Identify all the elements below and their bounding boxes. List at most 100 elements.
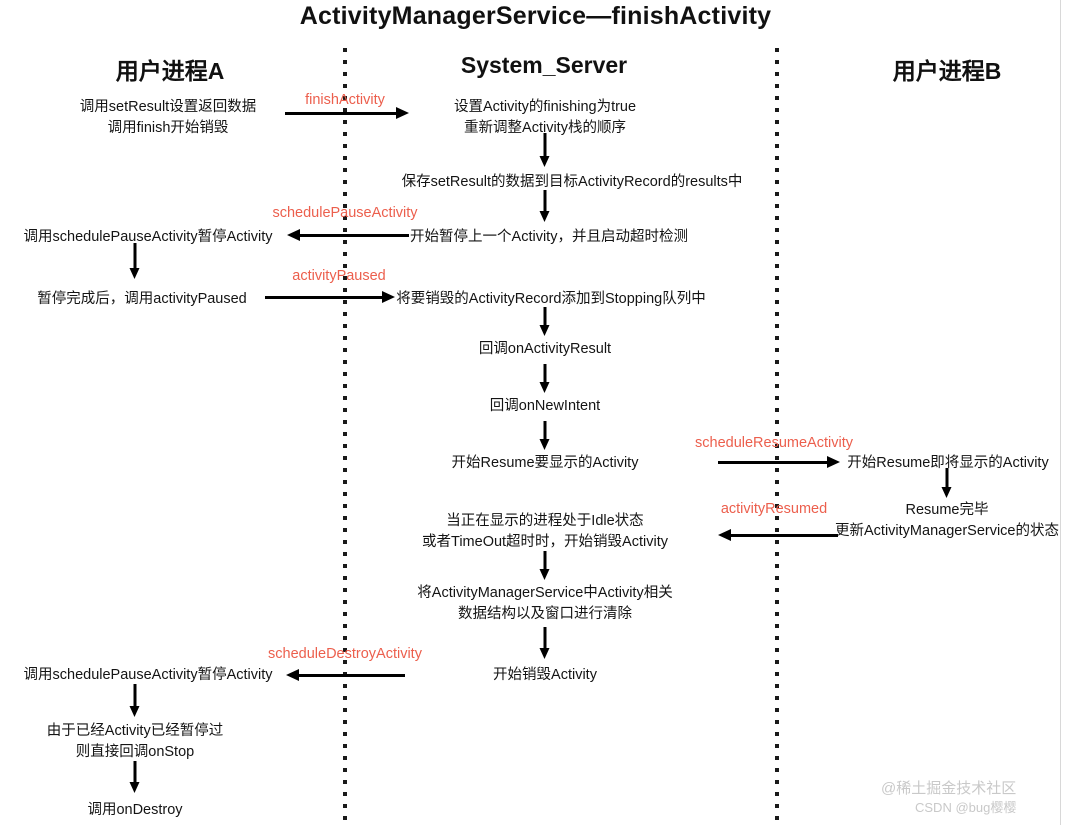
note-line: 调用finish开始销毁 — [107, 120, 229, 136]
note-a-on-destroy: 调用onDestroy — [87, 800, 182, 821]
note-line: 回调onActivityResult — [478, 341, 612, 357]
note-line: 当正在显示的进程处于Idle状态 — [446, 513, 644, 529]
msg-finish-activity-label: finishActivity — [305, 92, 385, 108]
note-line: Resume完毕 — [905, 502, 989, 518]
arrow-head-down-icon — [941, 487, 952, 498]
note-line: 将要销毁的ActivityRecord添加到Stopping队列中 — [396, 291, 706, 307]
note-b-resume-about-to-show: 开始Resume即将显示的Activity — [847, 453, 1048, 474]
arrow-head-down-icon — [129, 782, 140, 793]
note-line: 由于已经Activity已经暂停过 — [46, 723, 224, 739]
note-line: 更新ActivityManagerService的状态 — [835, 523, 1059, 539]
arrow-head-down-icon — [539, 156, 550, 167]
note-line: 或者TimeOut超时时，开始销毁Activity — [422, 534, 668, 550]
v-arrow-ss-2 — [539, 190, 551, 222]
arrow-head-down-icon — [129, 706, 140, 717]
note-a-already-paused: 由于已经Activity已经暂停过则直接回调onStop — [47, 721, 223, 763]
msg-schedule-pause-activity-label: schedulePauseActivity — [272, 205, 418, 221]
arrow-shaft — [543, 551, 547, 571]
lane-title-user-process-b: 用户进程B — [892, 58, 1002, 84]
arrow-shaft — [543, 421, 547, 441]
v-arrow-a-1 — [129, 243, 141, 279]
note-line: 调用schedulePauseActivity暂停Activity — [23, 229, 273, 245]
lifeline-left — [343, 48, 347, 825]
arrow-shaft — [133, 761, 137, 784]
msg-schedule-destroy-activity-arrow — [286, 669, 405, 682]
arrow-shaft — [298, 234, 409, 237]
note-line: 调用schedulePauseActivity暂停Activity — [23, 667, 273, 683]
arrow-shaft — [718, 461, 829, 464]
note-line: 回调onNewIntent — [489, 398, 601, 414]
v-arrow-ss-6 — [539, 551, 551, 580]
note-line: 开始销毁Activity — [493, 667, 597, 683]
note-line: 暂停完成后，调用activityPaused — [37, 291, 247, 307]
note-ss-finishing-true: 设置Activity的finishing为true 重新调整Activity栈的顺… — [454, 97, 636, 139]
page-title: ActivityManagerService—finishActivity — [299, 2, 772, 30]
arrow-head-left-icon — [286, 669, 299, 681]
arrow-shaft — [729, 534, 838, 537]
msg-schedule-pause-activity-arrow — [287, 229, 409, 242]
note-line: 设置Activity的finishing为true — [453, 99, 637, 115]
page-right-edge — [1060, 0, 1061, 825]
arrow-head-down-icon — [539, 325, 550, 336]
lifeline-right — [775, 48, 779, 825]
note-ss-on-activity-result: 回调onActivityResult — [479, 339, 611, 360]
note-line: 将ActivityManagerService中Activity相关 — [417, 585, 673, 601]
v-arrow-ss-3 — [539, 307, 551, 336]
note-a-set-result: 调用setResult设置返回数据调用finish开始销毁 — [80, 97, 256, 139]
arrow-shaft — [265, 296, 384, 299]
note-ss-on-new-intent: 回调onNewIntent — [490, 396, 600, 417]
arrow-head-down-icon — [539, 439, 550, 450]
v-arrow-a-3 — [129, 761, 141, 793]
arrow-head-right-icon — [827, 456, 840, 468]
arrow-shaft — [543, 627, 547, 650]
arrow-shaft — [297, 674, 405, 677]
watermark-csdn: CSDN @bug樱樱 — [915, 800, 1017, 815]
note-line: 保存setResult的数据到目标ActivityRecord的results中 — [401, 174, 743, 190]
arrow-shaft — [285, 112, 398, 115]
arrow-shaft — [945, 468, 949, 489]
msg-finish-activity-arrow — [285, 107, 409, 120]
arrow-shaft — [543, 364, 547, 384]
watermark-juejin: @稀土掘金技术社区 — [881, 780, 1017, 797]
note-ss-save-setresult: 保存setResult的数据到目标ActivityRecord的results中 — [402, 172, 743, 193]
note-a-schedule-pause: 调用schedulePauseActivity暂停Activity — [24, 227, 273, 248]
note-line: 调用onDestroy — [87, 802, 183, 818]
note-ss-idle-or-timeout: 当正在显示的进程处于Idle状态或者TimeOut超时时，开始销毁Activit… — [422, 511, 668, 553]
arrow-head-left-icon — [287, 229, 300, 241]
msg-activity-resumed-label: activityResumed — [720, 501, 828, 517]
note-line: 重新调整Activity栈的顺序 — [464, 120, 626, 136]
arrow-head-down-icon — [539, 382, 550, 393]
note-line: 开始暂停上一个Activity，并且启动超时检测 — [410, 229, 688, 245]
arrow-head-right-icon — [396, 107, 409, 119]
v-arrow-ss-5 — [539, 421, 551, 450]
v-arrow-ss-7 — [539, 627, 551, 659]
note-ss-start-destroy: 开始销毁Activity — [493, 665, 597, 686]
note-line: 调用setResult设置返回数据 — [79, 99, 257, 115]
note-ss-stopping-queue: 将要销毁的ActivityRecord添加到Stopping队列中 — [396, 289, 705, 310]
note-b-resume-done: Resume完毕更新ActivityManagerService的状态 — [835, 500, 1059, 542]
note-line: 开始Resume即将显示的Activity — [847, 455, 1049, 471]
msg-activity-paused-label: activityPaused — [292, 268, 386, 284]
arrow-shaft — [543, 133, 547, 158]
note-line: 开始Resume要显示的Activity — [451, 455, 639, 471]
arrow-head-down-icon — [539, 211, 550, 222]
v-arrow-ss-1 — [539, 133, 551, 167]
msg-schedule-destroy-activity-label: scheduleDestroyActivity — [268, 646, 422, 662]
arrow-shaft — [543, 190, 547, 213]
note-a-activity-paused: 暂停完成后，调用activityPaused — [37, 289, 247, 310]
arrow-shaft — [133, 243, 137, 270]
arrow-head-down-icon — [539, 569, 550, 580]
arrow-head-down-icon — [539, 648, 550, 659]
arrow-head-right-icon — [382, 291, 395, 303]
v-arrow-b-1 — [941, 468, 953, 498]
arrow-shaft — [133, 684, 137, 708]
v-arrow-a-2 — [129, 684, 141, 717]
arrow-head-left-icon — [718, 529, 731, 541]
msg-schedule-resume-activity-label: scheduleResumeActivity — [695, 435, 853, 451]
arrow-shaft — [543, 307, 547, 327]
lane-title-user-process-a: 用户进程A — [115, 58, 225, 84]
note-a-schedule-pause-2: 调用schedulePauseActivity暂停Activity — [24, 665, 273, 686]
msg-activity-paused-arrow — [265, 291, 395, 304]
note-ss-pause-previous: 开始暂停上一个Activity，并且启动超时检测 — [410, 227, 688, 248]
